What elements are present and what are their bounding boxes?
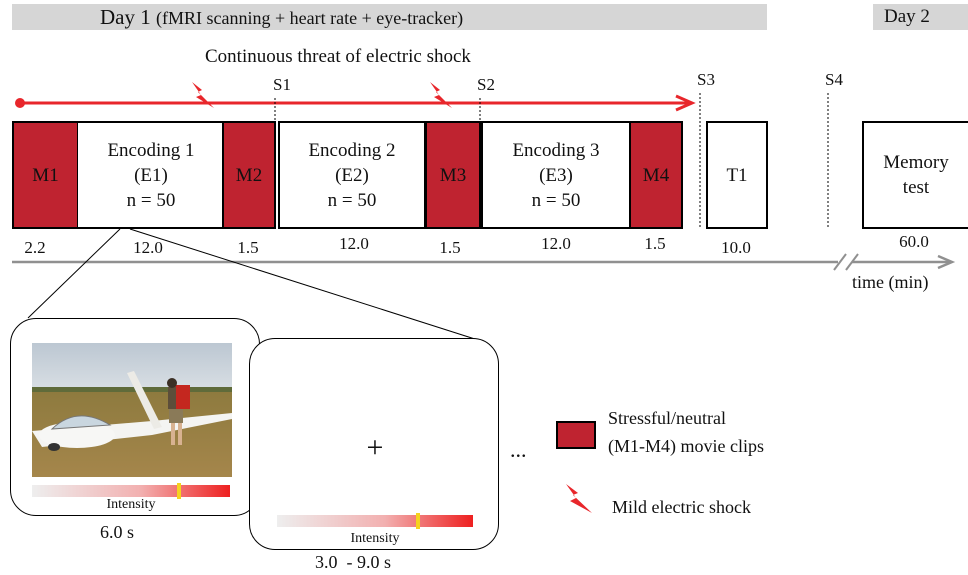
legend-movie-line2: (M1-M4) movie clips [608, 436, 764, 456]
duration-t1: 10.0 [721, 238, 751, 257]
legend-shock-icon [566, 484, 592, 513]
m2-label: M2 [235, 164, 263, 186]
fixation-cross: + [366, 431, 384, 464]
image-intensity-bar [32, 485, 230, 497]
block-e2: Encoding 2 (E2) n = 50 [278, 121, 426, 229]
fixation-intensity-bar [277, 515, 473, 527]
e3-title: Encoding 3 [512, 139, 600, 161]
day2-title: Day 2 [884, 6, 930, 27]
sample-s1: S1 [273, 75, 291, 94]
legend-movie-swatch [556, 421, 596, 449]
block-m4: M4 [629, 121, 683, 229]
fixation-trial-panel: + Intensity [249, 338, 499, 550]
threat-label: Continuous threat of electric shock [205, 46, 471, 67]
image-trial-panel: Intensity [10, 318, 260, 516]
image-intensity-label: Intensity [106, 497, 156, 512]
e2-title: Encoding 2 [308, 139, 396, 161]
duration-memory-test: 60.0 [899, 232, 929, 251]
memory-test-line1: Memory [883, 152, 949, 173]
duration-e3: 12.0 [541, 234, 571, 253]
day2-band [873, 4, 968, 30]
e1-title: Encoding 1 [107, 139, 195, 161]
duration-m3: 1.5 [439, 238, 461, 257]
duration-m2: 1.5 [237, 238, 259, 257]
day1-band [12, 4, 767, 30]
fixation-intensity-label: Intensity [350, 531, 400, 546]
image-intensity-marker [176, 483, 181, 499]
memory-test-line2: test [902, 177, 930, 198]
sample-s3: S3 [697, 70, 715, 89]
fixation-duration: 3.0 - 9.0 s [315, 552, 391, 572]
e2-count: n = 50 [327, 189, 377, 211]
trial-continuation: ... [510, 437, 527, 462]
shock-icon-1 [192, 82, 214, 108]
fixation-intensity-marker [416, 513, 421, 529]
e1-code: (E1) [134, 164, 168, 186]
e3-code: (E3) [539, 164, 573, 186]
m4-label: M4 [642, 164, 670, 186]
glider-photo [32, 343, 232, 477]
block-e3: Encoding 3 (E3) n = 50 [481, 121, 631, 229]
block-e1: Encoding 1 (E1) n = 50 [78, 121, 224, 229]
block-t1: T1 [706, 121, 768, 229]
legend-shock-label: Mild electric shock [612, 497, 751, 517]
block-m3: M3 [425, 121, 481, 229]
threat-arrow [15, 94, 696, 112]
legend-movie-line1: Stressful/neutral [608, 408, 726, 428]
sample-s2: S2 [477, 75, 495, 94]
day1-subtitle: (fMRI scanning + heart rate + eye-tracke… [156, 8, 464, 28]
block-m1: M1 [12, 121, 79, 229]
day1-title: Day 1 (fMRI scanning + heart rate + eye-… [100, 4, 463, 31]
e2-code: (E2) [335, 164, 369, 186]
time-axis-label: time (min) [852, 272, 929, 292]
e1-count: n = 50 [126, 189, 176, 211]
image-duration: 6.0 s [100, 522, 135, 542]
duration-m4: 1.5 [644, 234, 666, 253]
duration-m1: 2.2 [24, 238, 46, 257]
sample-s4: S4 [825, 70, 843, 89]
block-memory-test: Memory test [862, 121, 968, 229]
m3-label: M3 [439, 164, 467, 186]
block-m2: M2 [222, 121, 276, 229]
time-axis [12, 253, 956, 271]
shock-icon-2 [430, 82, 452, 108]
m1-label: M1 [32, 164, 59, 186]
zoom-line-left [27, 228, 121, 319]
duration-e2: 12.0 [339, 234, 369, 253]
duration-e1: 12.0 [133, 238, 163, 257]
zoom-line-right [129, 228, 479, 341]
t1-label: T1 [726, 164, 748, 186]
day1-label: Day 1 [100, 5, 151, 29]
e3-count: n = 50 [531, 189, 581, 211]
